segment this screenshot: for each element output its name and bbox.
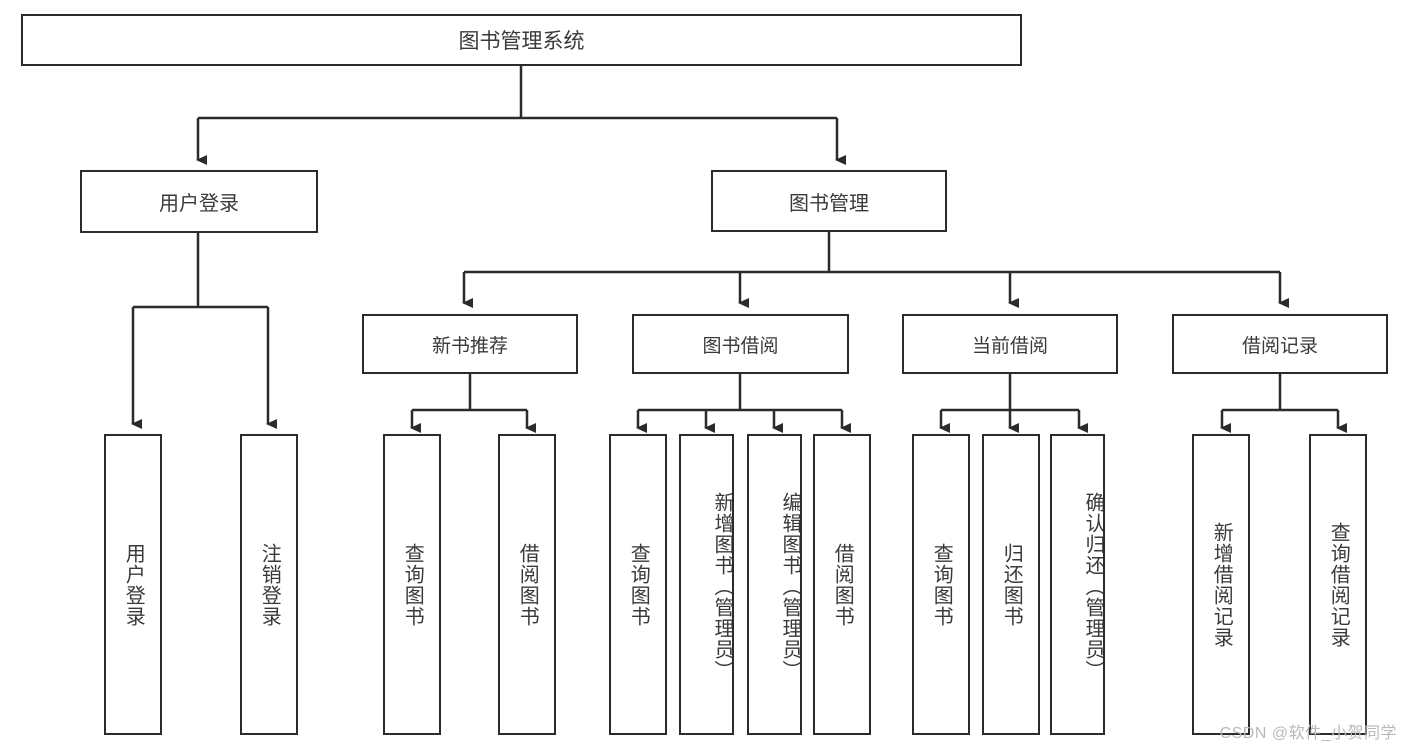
node-root[interactable]: 图书管理系统 <box>21 14 1022 66</box>
leaf-edit-book-admin-label: 编辑图书（管理员） <box>779 492 801 681</box>
node-borrow-record[interactable]: 借阅记录 <box>1172 314 1388 374</box>
node-book-management-label: 图书管理 <box>789 192 869 215</box>
node-user-login[interactable]: 用户登录 <box>80 170 318 233</box>
leaf-query-book-current-label: 查询图书 <box>930 542 953 627</box>
leaf-confirm-return-admin[interactable]: 确认归还（管理员） <box>1050 434 1105 735</box>
leaf-borrow-book-label: 借阅图书 <box>831 542 854 627</box>
leaf-edit-book-admin[interactable]: 编辑图书（管理员） <box>747 434 802 735</box>
leaf-return-book-label: 归还图书 <box>1000 542 1023 627</box>
leaf-borrow-book-recommend-label: 借阅图书 <box>516 542 539 627</box>
leaf-query-book-recommend-label: 查询图书 <box>401 542 424 627</box>
leaf-add-book-admin-label: 新增图书（管理员） <box>711 492 733 681</box>
watermark: CSDN @软件_小贺同学 <box>1219 725 1397 742</box>
node-root-label: 图书管理系统 <box>458 30 585 53</box>
node-new-book-recommend-label: 新书推荐 <box>431 335 508 357</box>
leaf-logout-label: 注销登录 <box>258 542 281 627</box>
node-user-login-label: 用户登录 <box>159 193 239 215</box>
node-new-book-recommend[interactable]: 新书推荐 <box>362 314 578 374</box>
leaf-user-login[interactable]: 用户登录 <box>104 434 162 735</box>
node-book-borrow-label: 图书借阅 <box>702 335 779 357</box>
node-book-borrow[interactable]: 图书借阅 <box>632 314 849 374</box>
leaf-add-borrow-record-label: 新增借阅记录 <box>1210 521 1233 648</box>
leaf-query-book-borrow-label: 查询图书 <box>627 542 650 627</box>
node-book-management[interactable]: 图书管理 <box>711 170 947 232</box>
leaf-logout[interactable]: 注销登录 <box>240 434 298 735</box>
leaf-query-borrow-record-label: 查询借阅记录 <box>1327 521 1350 648</box>
leaf-borrow-book[interactable]: 借阅图书 <box>813 434 871 735</box>
leaf-query-book-recommend[interactable]: 查询图书 <box>383 434 441 735</box>
node-current-borrow-label: 当前借阅 <box>971 335 1048 357</box>
node-current-borrow[interactable]: 当前借阅 <box>902 314 1118 374</box>
leaf-query-book-current[interactable]: 查询图书 <box>912 434 970 735</box>
leaf-add-borrow-record[interactable]: 新增借阅记录 <box>1192 434 1250 735</box>
leaf-return-book[interactable]: 归还图书 <box>982 434 1040 735</box>
leaf-confirm-return-admin-label: 确认归还（管理员） <box>1082 492 1104 681</box>
leaf-add-book-admin[interactable]: 新增图书（管理员） <box>679 434 734 735</box>
node-borrow-record-label: 借阅记录 <box>1241 335 1318 357</box>
leaf-borrow-book-recommend[interactable]: 借阅图书 <box>498 434 556 735</box>
leaf-user-login-label: 用户登录 <box>122 542 145 627</box>
leaf-query-book-borrow[interactable]: 查询图书 <box>609 434 667 735</box>
leaf-query-borrow-record[interactable]: 查询借阅记录 <box>1309 434 1367 735</box>
